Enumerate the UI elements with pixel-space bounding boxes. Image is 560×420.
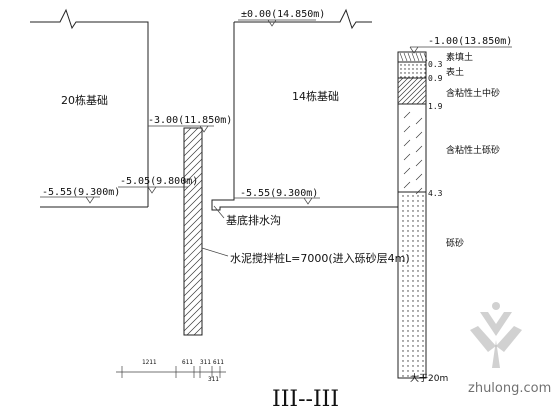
layer-depth-1: 0.3 xyxy=(428,60,443,69)
elevation-pit-right: -5.55(9.300m) xyxy=(240,188,318,199)
building-14-label: 14栋基础 xyxy=(292,89,339,103)
elevation-marker-pit-mid: -5.05(9.800m) xyxy=(118,176,198,194)
dimension-5: 311 xyxy=(208,376,219,383)
elevation-marker-top-right: -1.00(13.850m) xyxy=(409,36,512,54)
building-20-label: 20栋基础 xyxy=(61,93,108,107)
elevation-top-center: ±0.00(14.850m) xyxy=(241,9,325,20)
elevation-pit-left: -5.55(9.300m) xyxy=(42,187,120,198)
ditch-leader-line xyxy=(213,205,225,219)
elevation-marker-top-center: ±0.00(14.850m) xyxy=(238,9,325,27)
zhulong-watermark: zhulong.com xyxy=(468,302,551,396)
elevation-wall-step: -3.00(11.850m) xyxy=(148,115,232,126)
layer-name-5: 砾砂 xyxy=(446,237,464,249)
layer-depth-4: 4.3 xyxy=(428,189,443,198)
pile-leader-line xyxy=(201,247,229,257)
building-20-outline xyxy=(30,8,149,208)
layer-depth-3: 1.9 xyxy=(428,102,443,111)
dimension-4: 611 xyxy=(213,359,224,366)
layer-depth-2: 0.9 xyxy=(428,74,443,83)
layer-name-3: 含粘性土中砂 xyxy=(446,87,500,99)
elevation-marker-pit-left: -5.55(9.300m) xyxy=(40,187,120,204)
layer-name-2: 表土 xyxy=(446,66,464,78)
cement-mixing-pile xyxy=(183,127,203,336)
bottom-note: 大于20m xyxy=(410,372,448,384)
section-title: III--III xyxy=(272,387,339,412)
watermark-text: zhulong.com xyxy=(468,381,551,396)
dimension-2: 611 xyxy=(182,359,193,366)
dimension-1: 1211 xyxy=(142,359,157,366)
layer-name-4: 含粘性土砾砂 xyxy=(446,144,500,156)
building-14-outline xyxy=(211,8,398,211)
elevation-marker-pit-right: -5.55(9.300m) xyxy=(234,188,320,205)
zhulong-logo-icon xyxy=(470,302,522,368)
elevation-top-right: -1.00(13.850m) xyxy=(428,36,512,47)
elevation-marker-wall-step: -3.00(11.850m) xyxy=(148,115,232,133)
elevation-pit-mid: -5.05(9.800m) xyxy=(120,176,198,187)
dimension-3: 311 xyxy=(200,359,211,366)
pile-label: 水泥搅拌桩L=7000(进入砾砂层4m) xyxy=(230,251,410,265)
layer-name-1: 素填土 xyxy=(446,51,473,63)
dimension-chain: 1211 611 311 611 311 xyxy=(116,359,226,383)
ditch-label: 基底排水沟 xyxy=(226,213,281,227)
borehole-column xyxy=(397,51,428,379)
